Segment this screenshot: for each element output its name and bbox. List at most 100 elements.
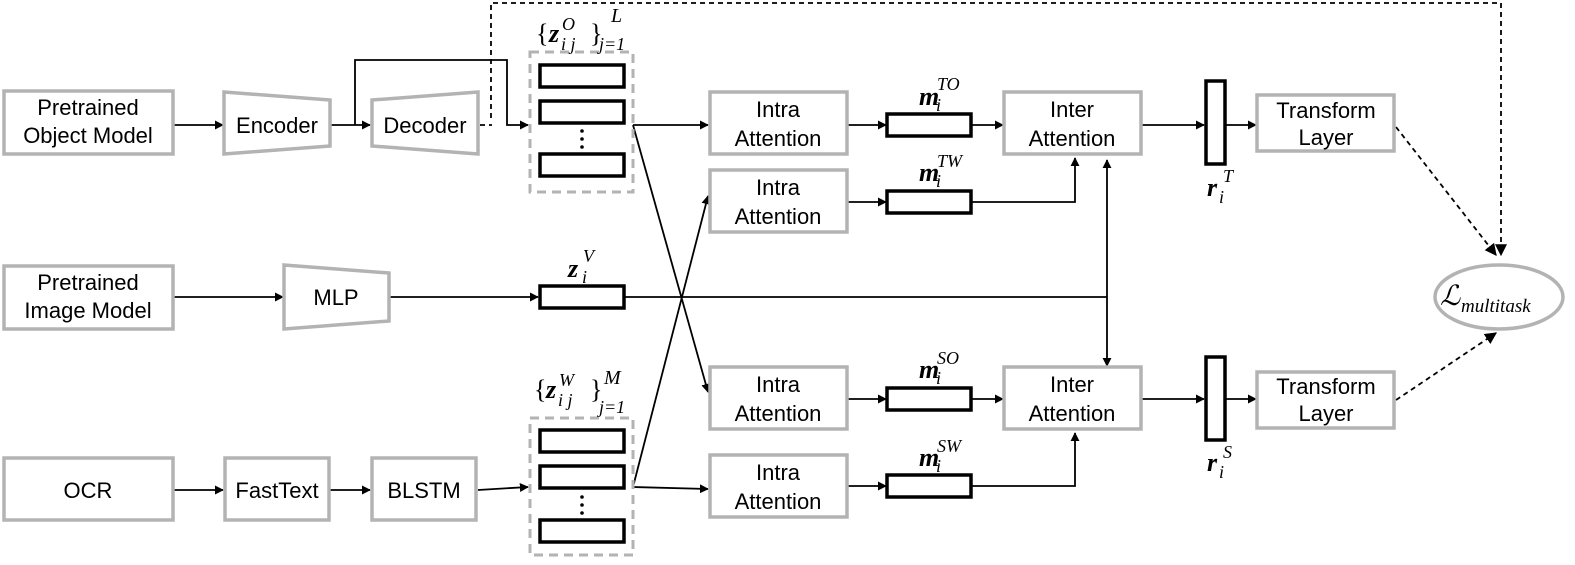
- blstm-node: BLSTM: [370, 456, 478, 522]
- word-vector-n: [538, 518, 626, 544]
- svg-text:Attention: Attention: [735, 204, 822, 229]
- transform-layer-top: Transform Layer: [1255, 93, 1396, 153]
- encoder-node: Encoder: [222, 90, 332, 156]
- loss-subscript: multitask: [1461, 296, 1531, 317]
- intra-attention-to: Intra Attention: [708, 90, 849, 156]
- svg-text:z: z: [567, 254, 579, 283]
- image-model-label-line1: Pretrained: [37, 270, 139, 295]
- arrow-skip-encoder-to-object-vectors: [354, 59, 529, 130]
- svg-text:Inter: Inter: [1050, 97, 1094, 122]
- arrow-m-tw-to-inter-top: [971, 157, 1080, 203]
- object-vector-n: [538, 152, 626, 178]
- object-vector-group-outline: [528, 50, 635, 194]
- object-model-label-line1: Pretrained: [37, 95, 139, 120]
- svg-text:Layer: Layer: [1298, 125, 1353, 150]
- svg-text:V: V: [583, 246, 596, 266]
- r-s-vector: r S i: [1204, 355, 1232, 482]
- object-feature-vectors: [528, 50, 635, 194]
- svg-text:m: m: [919, 158, 939, 187]
- word-set-sup-m: M: [603, 367, 622, 389]
- word-vector-group-outline: [528, 416, 635, 557]
- svg-text:Attention: Attention: [1029, 126, 1116, 151]
- inter-attention-bottom: Inter Attention: [1002, 365, 1143, 431]
- svg-text:m: m: [919, 355, 939, 384]
- svg-text:}: }: [590, 19, 602, 48]
- dashed-reconstruction-to-loss: [490, 2, 1507, 257]
- word-vector-1: [538, 428, 626, 454]
- svg-text:i: i: [1219, 462, 1224, 482]
- m-tw-vector: m TW i: [885, 151, 973, 215]
- svg-text:}: }: [590, 375, 602, 404]
- svg-text:Intra: Intra: [756, 372, 801, 397]
- z-v-vector: [538, 284, 626, 310]
- svg-text:i: i: [936, 95, 941, 115]
- intra-attention-so: Intra Attention: [708, 365, 849, 431]
- decoder-node: Decoder: [370, 90, 480, 156]
- svg-text:Attention: Attention: [735, 489, 822, 514]
- svg-text:i: i: [582, 267, 587, 287]
- object-model-label-line2: Object Model: [23, 123, 153, 148]
- fasttext-node: FastText: [223, 456, 331, 522]
- arrow-blstm-to-word-vectors: [477, 482, 529, 492]
- encoder-label: Encoder: [236, 113, 318, 138]
- svg-text:Intra: Intra: [756, 97, 801, 122]
- svg-text:SO: SO: [937, 348, 959, 368]
- svg-text:T: T: [1223, 166, 1235, 186]
- intra-attention-sw: Intra Attention: [708, 453, 849, 519]
- image-feature-vector: [538, 284, 626, 310]
- svg-text:i: i: [936, 456, 941, 476]
- svg-text:Transform: Transform: [1276, 98, 1375, 123]
- svg-text:SW: SW: [937, 436, 963, 456]
- svg-text:r: r: [1207, 173, 1218, 202]
- loss-symbol: ℒ: [1440, 281, 1461, 312]
- blstm-label: BLSTM: [387, 478, 460, 503]
- svg-text:{: {: [534, 375, 546, 404]
- z-v-label: z V i: [567, 246, 596, 287]
- object-vector-2: [538, 99, 626, 125]
- object-vector-1: [538, 63, 626, 89]
- svg-text:m: m: [919, 82, 939, 111]
- object-set-sup-l: L: [610, 5, 622, 27]
- object-set-sub-ij: i j: [561, 34, 576, 54]
- svg-text:i: i: [936, 368, 941, 388]
- image-model-node: Pretrained Image Model: [2, 264, 175, 331]
- arrow-word-to-intra-tw: [632, 195, 711, 488]
- object-model-node: Pretrained Object Model: [2, 89, 175, 156]
- svg-text:i: i: [936, 171, 941, 191]
- svg-text:TW: TW: [937, 151, 964, 171]
- mlp-label: MLP: [313, 285, 358, 310]
- word-set-sup-w: W: [559, 370, 576, 390]
- svg-text:Attention: Attention: [1029, 401, 1116, 426]
- object-set-z: z: [548, 19, 560, 48]
- object-set-sub-j1: j=1: [597, 34, 625, 54]
- arrow-m-sw-to-inter-bottom: [971, 432, 1080, 487]
- intra-attention-tw: Intra Attention: [708, 168, 849, 234]
- image-model-label-line2: Image Model: [24, 298, 151, 323]
- svg-text:S: S: [1223, 442, 1232, 462]
- svg-text:m: m: [919, 443, 939, 472]
- svg-text:Transform: Transform: [1276, 374, 1375, 399]
- arrow-word-to-intra-sw: [632, 484, 709, 494]
- svg-text:Layer: Layer: [1298, 401, 1353, 426]
- m-so-vector: m SO i: [885, 348, 973, 412]
- word-vectors-set-label: { z W i j } M j=1: [534, 367, 625, 417]
- arrow-object-to-intra-so: [632, 124, 711, 393]
- m-sw-vector: m SW i: [885, 436, 973, 499]
- ocr-label: OCR: [64, 478, 113, 503]
- object-vectors-set-label: { z O i j } L j=1: [536, 5, 625, 54]
- connections: [173, 2, 1507, 495]
- word-set-sub-ij: i j: [558, 390, 573, 410]
- multitask-loss: ℒ multitask: [1433, 263, 1565, 331]
- svg-text:Intra: Intra: [756, 175, 801, 200]
- m-to-vector: m TO i: [885, 74, 973, 138]
- mlp-node: MLP: [282, 263, 391, 331]
- svg-text:r: r: [1207, 448, 1218, 477]
- svg-text:Inter: Inter: [1050, 372, 1094, 397]
- object-set-sup-o: O: [562, 14, 575, 34]
- svg-text:Attention: Attention: [735, 401, 822, 426]
- dashed-transform-bottom-to-loss: [1395, 332, 1497, 401]
- svg-text:TO: TO: [937, 74, 960, 94]
- ocr-node: OCR: [2, 456, 175, 522]
- transform-layer-bottom: Transform Layer: [1255, 370, 1396, 430]
